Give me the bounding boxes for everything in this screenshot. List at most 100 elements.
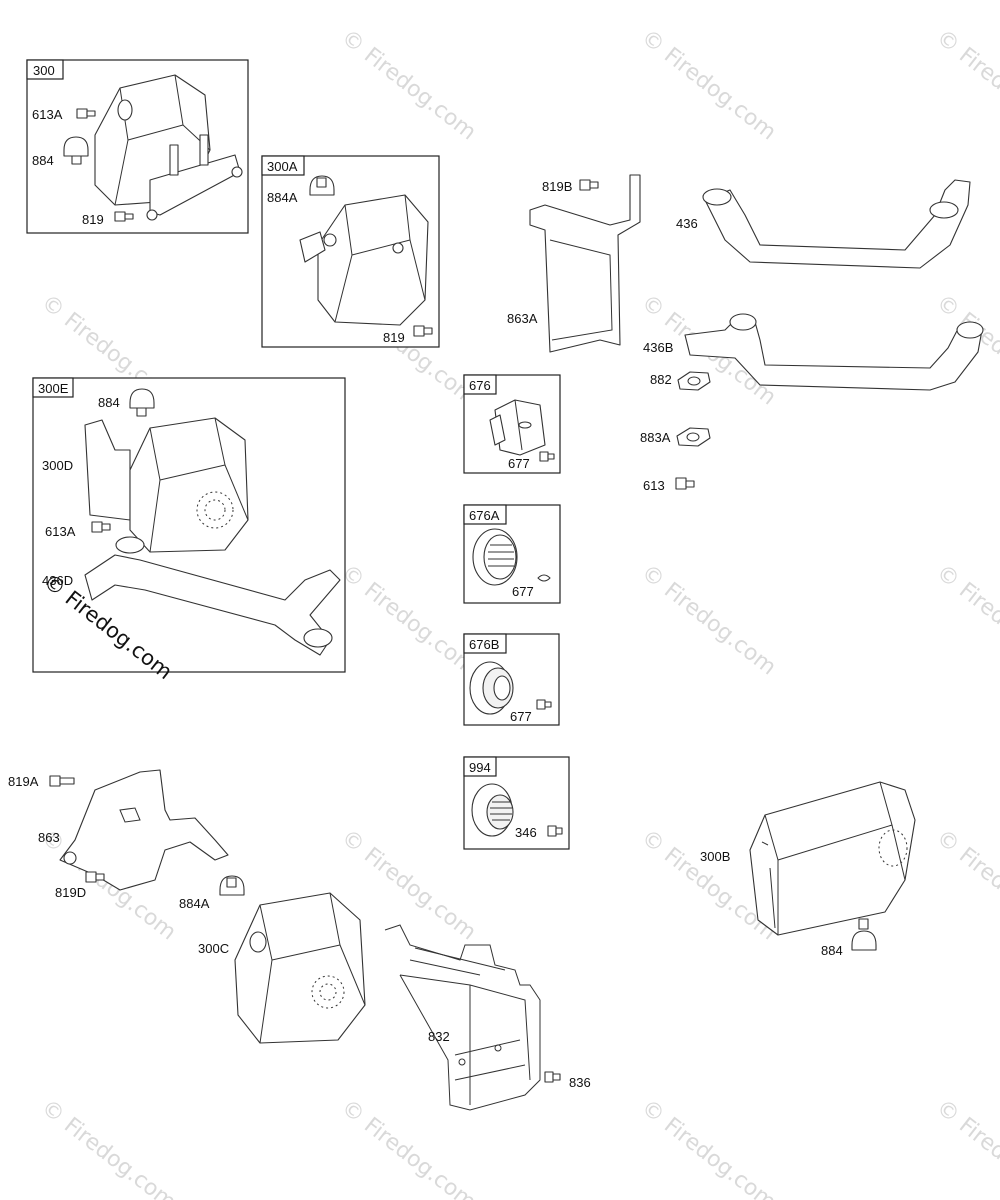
watermark: © Firedog.com: [931, 825, 1000, 945]
callout-882: 882: [650, 372, 672, 387]
bracket-863A-group: 819B 863A: [507, 174, 641, 353]
callout-436: 436: [676, 216, 698, 231]
box-676B: 676B 677: [463, 633, 560, 726]
callout-883A: 883A: [640, 430, 671, 445]
clamp-icon: [63, 136, 89, 165]
watermark: © Firedog.com: [931, 25, 1000, 145]
box-676: 676 677: [463, 374, 561, 474]
callout-884A: 884A: [267, 190, 298, 205]
callout-613: 613: [643, 478, 665, 493]
box-tag-label: 676A: [469, 508, 500, 523]
muffler-300B-group: 300B 884: [700, 781, 916, 958]
callout-819: 819: [82, 212, 104, 227]
box-tag-label: 300A: [267, 159, 298, 174]
watermark: © Firedog.com: [931, 1095, 1000, 1200]
muffler-300C-group: 884A 300C: [179, 875, 366, 1044]
box-tag: [463, 504, 507, 525]
box-994: 994 346: [463, 756, 570, 850]
screw-icon: [544, 1071, 561, 1083]
clip-icon: [537, 574, 551, 582]
callout-863: 863: [38, 830, 60, 845]
box-tag: [463, 374, 497, 395]
callout-300D: 300D: [42, 458, 73, 473]
bracket-part: [59, 769, 229, 891]
spark-arrestor-part: [472, 528, 518, 586]
exhaust-pipe-part: [84, 536, 341, 656]
callout-819B: 819B: [542, 179, 572, 194]
callout-677: 677: [508, 456, 530, 471]
callout-832: 832: [428, 1029, 450, 1044]
bolt-icon: [114, 211, 134, 222]
bracket-863-group: 819A 863 819D: [8, 769, 229, 900]
bolt-icon: [49, 775, 75, 787]
callout-677: 677: [512, 584, 534, 599]
callout-677: 677: [510, 709, 532, 724]
box-tag: [26, 59, 64, 80]
clamp-icon: [219, 875, 245, 896]
guard-part: [384, 924, 541, 1111]
spark-arrestor-part: [489, 399, 546, 456]
callout-613A: 613A: [32, 107, 63, 122]
watermark: © Firedog.com: [336, 1095, 480, 1200]
exhaust-pipe-436B: 436B 882 883A 613: [640, 313, 984, 493]
bolt-icon: [413, 325, 433, 337]
callout-819A: 819A: [8, 774, 39, 789]
clamp-icon: [851, 918, 877, 951]
callout-884A: 884A: [179, 896, 210, 911]
callout-884: 884: [32, 153, 54, 168]
bolt-icon: [675, 477, 695, 490]
callout-613A: 613A: [45, 524, 76, 539]
watermark: © Firedog.com: [636, 560, 780, 680]
screw-icon: [547, 825, 563, 837]
clamp-icon: [129, 388, 155, 417]
muffler-part: [299, 194, 429, 326]
box-tag: [463, 633, 507, 654]
box-300A: 300A 884A 819: [261, 155, 440, 348]
box-tag-label: 300: [33, 63, 55, 78]
bolt-icon: [85, 871, 105, 883]
watermark: © Firedog.com: [636, 25, 780, 145]
callout-436D: 436D: [42, 573, 73, 588]
watermark: © Firedog.com: [36, 1095, 180, 1200]
box-tag-label: 676B: [469, 637, 499, 652]
bolt-icon: [76, 108, 96, 119]
bracket-part: [529, 174, 641, 353]
bolt-icon: [579, 179, 599, 191]
box-676A: 676A 677: [463, 504, 561, 604]
callout-819: 819: [383, 330, 405, 345]
muffler-part: [234, 892, 366, 1044]
watermark: © Firedog.com: [636, 1095, 780, 1200]
box-300: 300 613A 884 819: [26, 59, 249, 234]
callout-884: 884: [98, 395, 120, 410]
box-tag-label: 300E: [38, 381, 69, 396]
screw-icon: [539, 451, 555, 462]
deflector-part: [471, 783, 514, 837]
bolt-icon: [91, 521, 111, 533]
muffler-part: [749, 781, 916, 936]
box-tag: [463, 756, 497, 777]
gasket-icon: [677, 371, 711, 391]
callout-300B: 300B: [700, 849, 730, 864]
callout-819D: 819D: [55, 885, 86, 900]
muffler-part: [129, 417, 249, 553]
callout-346: 346: [515, 825, 537, 840]
muffler-part: [94, 74, 243, 221]
watermark: © Firedog.com: [336, 25, 480, 145]
watermark: © Firedog.com: [336, 560, 480, 680]
gasket-icon: [676, 427, 711, 447]
callout-436B: 436B: [643, 340, 673, 355]
screw-icon: [536, 699, 552, 710]
watermark: © Firedog.com: [931, 560, 1000, 680]
guard-832-group: 832 836: [384, 924, 591, 1111]
box-tag: [261, 155, 305, 176]
box-tag-label: 676: [469, 378, 491, 393]
box-300E: 300E 884 300D 613A 436D © Firedog.com: [32, 377, 346, 684]
callout-884: 884: [821, 943, 843, 958]
clamp-icon: [309, 175, 335, 196]
exhaust-pipe-436: 436: [676, 179, 971, 269]
callout-300C: 300C: [198, 941, 229, 956]
callout-836: 836: [569, 1075, 591, 1090]
spark-arrestor-part: [469, 661, 514, 715]
box-tag-label: 994: [469, 760, 491, 775]
